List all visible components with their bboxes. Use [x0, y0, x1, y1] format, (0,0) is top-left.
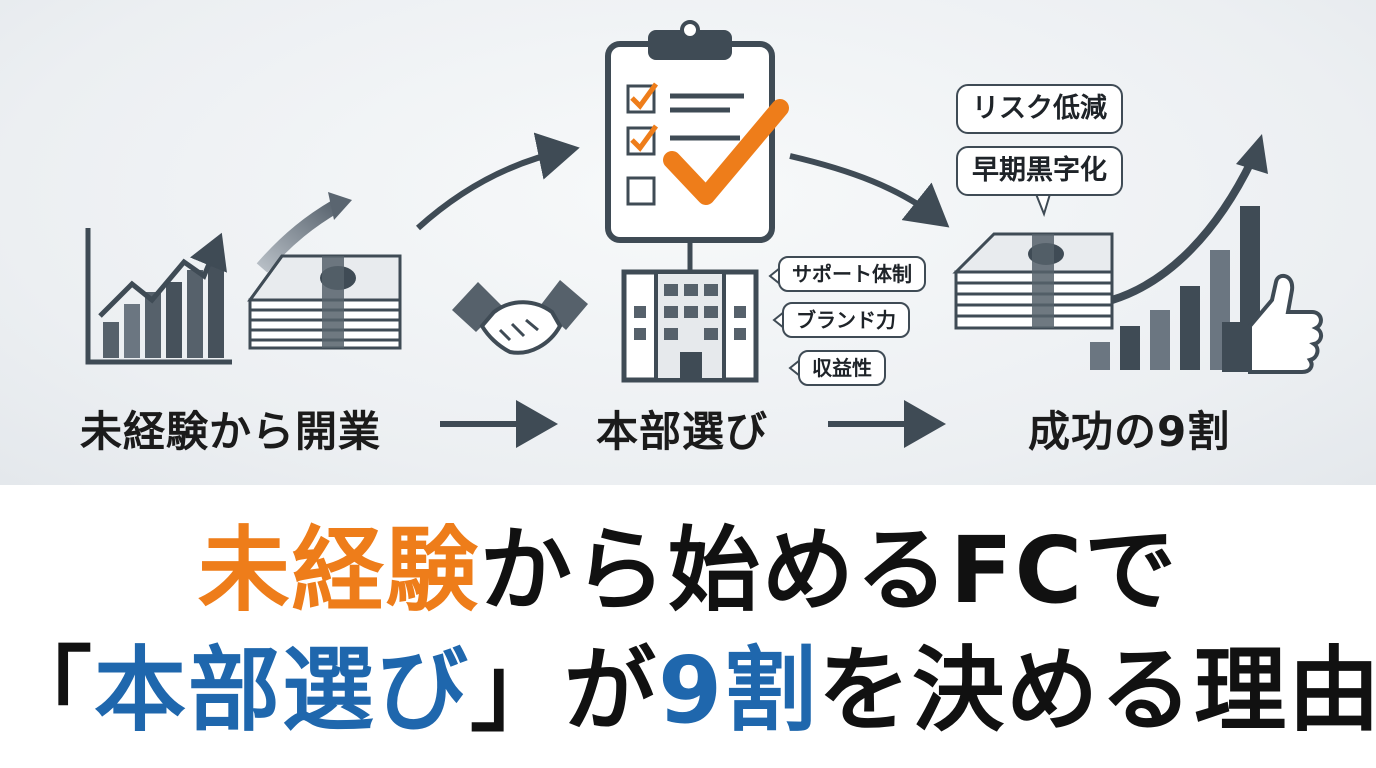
- office-building-icon: [621, 269, 759, 383]
- headline-line2-rest: を決める理由: [818, 637, 1376, 744]
- money-stack-icon: [952, 232, 1114, 330]
- tag-profitability: 収益性: [798, 350, 886, 386]
- diagram-area: 未経験から開業 本部選び 成功の9割 サポート体制 ブランド力 収益性 リスク低…: [0, 0, 1376, 485]
- handshake-icon: [452, 280, 588, 355]
- headline-accent-inexperienced: 未経験: [197, 517, 480, 624]
- tag-support-system: サポート体制: [778, 256, 926, 292]
- curved-arrow-down: [789, 153, 950, 228]
- curved-arrow-up: [415, 132, 580, 231]
- stage-label-start: 未経験から開業: [80, 407, 382, 456]
- money-stack-icon: [247, 192, 402, 350]
- headline-line-1: 未経験から始めるFCで: [0, 516, 1376, 626]
- tag-brand-power: ブランド力: [782, 302, 910, 338]
- stage-label-middle: 本部選び: [596, 407, 769, 456]
- headline-accent-ninety-percent: 9割: [658, 637, 819, 744]
- tag-early-profit: 早期黒字化: [956, 146, 1123, 196]
- rising-bar-chart-icon: [85, 228, 232, 365]
- headline-open-bracket: 「: [0, 637, 95, 744]
- checklist-clipboard-icon: [605, 20, 789, 243]
- headline: 未経験から始めるFCで 「本部選び」が9割を決める理由: [0, 500, 1376, 768]
- tag-risk-reduction: リスク低減: [956, 84, 1123, 134]
- headline-accent-hq-selection: 本部選び: [94, 637, 471, 744]
- thumbs-up-icon: [1222, 273, 1323, 374]
- headline-line-2: 「本部選び」が9割を決める理由: [0, 636, 1376, 746]
- diagram-artwork: [85, 20, 1323, 448]
- headline-particle: が: [564, 637, 659, 744]
- headline-close-bracket: 」: [470, 637, 565, 744]
- stage-label-end: 成功の9割: [1028, 407, 1231, 456]
- headline-line1-rest: から始めるFCで: [479, 517, 1179, 624]
